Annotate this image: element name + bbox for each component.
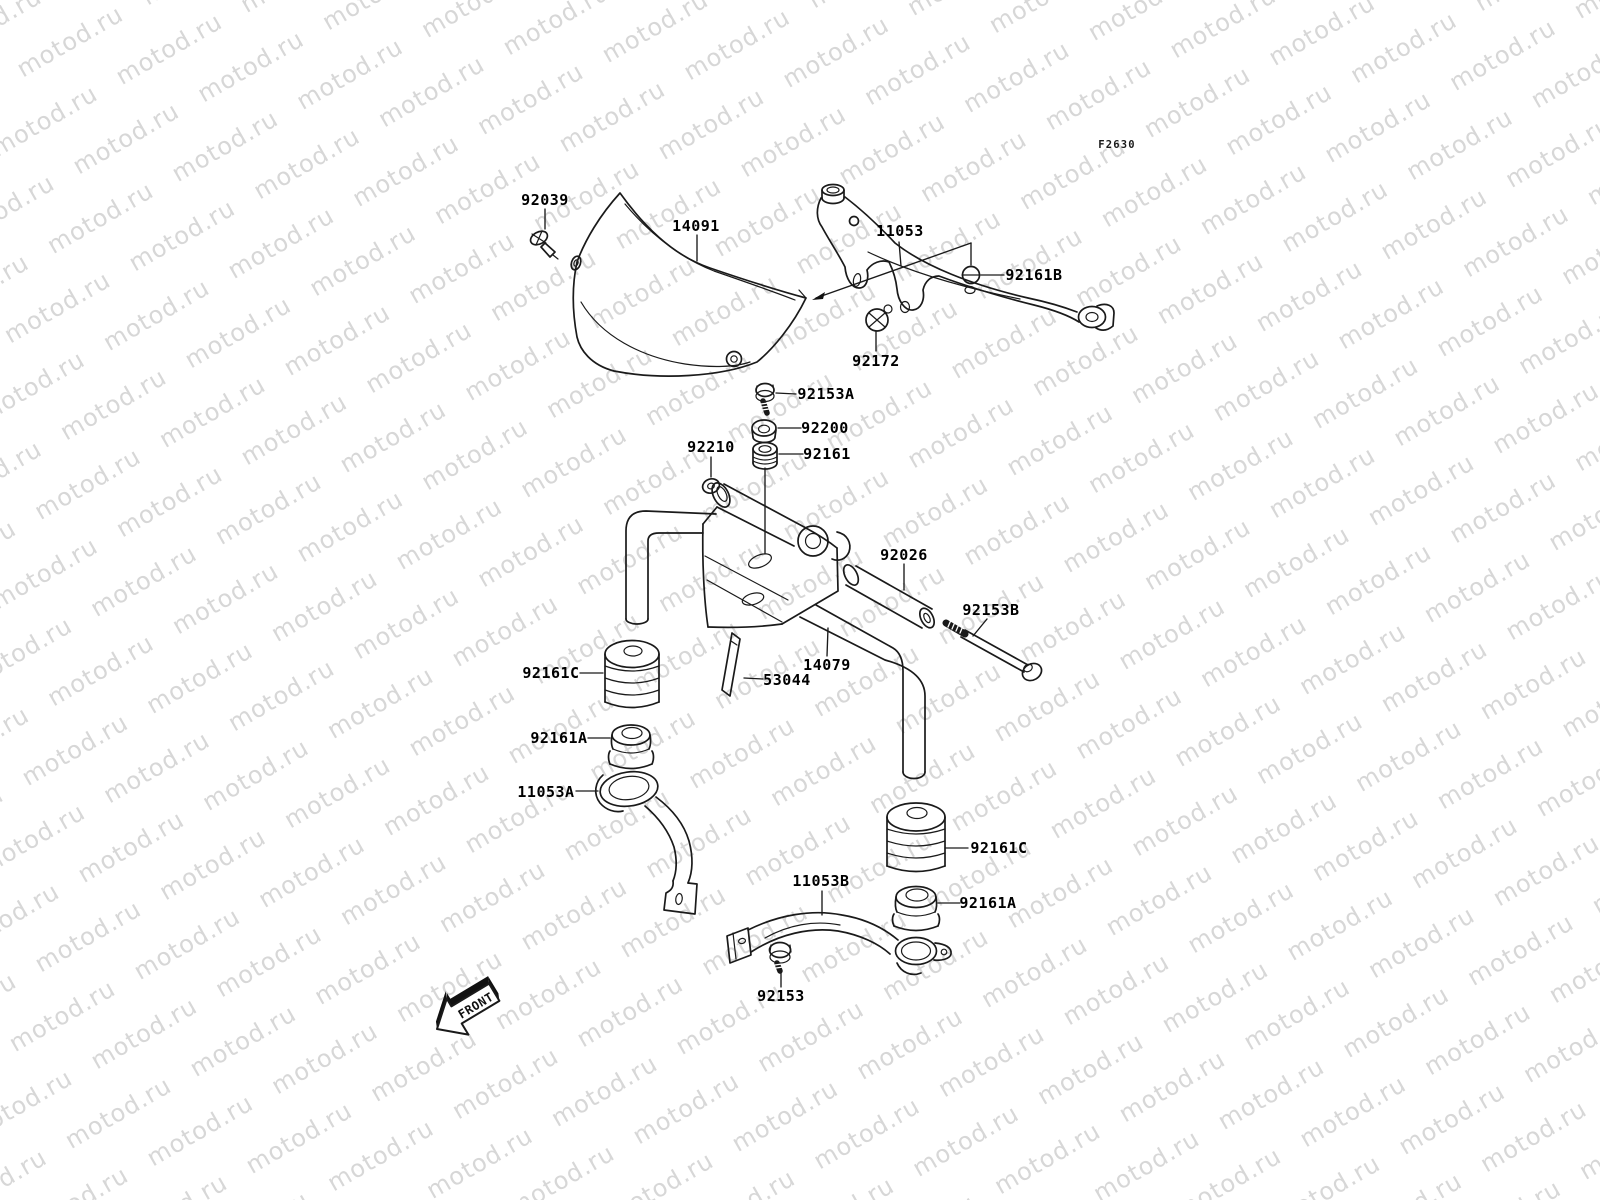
part-label-11053: 11053 <box>876 222 924 240</box>
part-label-92026: 92026 <box>880 546 928 564</box>
bolt-92153b-drawing <box>942 619 1043 682</box>
bolt-92153-drawing <box>768 941 792 974</box>
front-arrow: FRONT <box>435 976 501 1036</box>
part-label-92153a: 92153A <box>797 385 855 403</box>
nut-92210-drawing <box>701 477 721 495</box>
figure-code: F2630 <box>1098 139 1136 151</box>
part-label-11053b: 11053B <box>792 872 850 890</box>
damper-92172-drawing <box>865 304 893 332</box>
pivot-bracket-drawing <box>701 482 851 629</box>
pin-53044-drawing <box>721 632 741 697</box>
part-label-11053a: 11053A <box>517 783 575 801</box>
part-label-92172: 92172 <box>852 352 900 370</box>
part-label-14091: 14091 <box>672 217 720 235</box>
bracket-11053-drawing <box>816 183 1115 331</box>
part-label-14079: 14079 <box>803 656 851 674</box>
bolt-92153a-drawing <box>755 382 775 416</box>
grommet-92161b-drawing <box>812 242 981 300</box>
part-label-92210: 92210 <box>687 438 735 456</box>
part-label-92161b: 92161B <box>1005 266 1063 284</box>
part-label-92161a-right: 92161A <box>959 894 1017 912</box>
grommet-92161-drawing <box>752 441 778 555</box>
part-label-92153b: 92153B <box>962 601 1020 619</box>
part-label-92161a-left: 92161A <box>530 729 588 747</box>
sleeve-92026-drawing <box>842 563 936 629</box>
part-label-92161: 92161 <box>803 445 851 463</box>
part-label-92161c-right: 92161C <box>970 839 1028 857</box>
part-label-92161c-left: 92161C <box>522 664 580 682</box>
damper-stack-left-92161c-drawing <box>604 639 660 709</box>
washer-92200-drawing <box>751 419 777 444</box>
damper-left-92161a-drawing <box>607 724 655 770</box>
leader-lines <box>544 208 1005 988</box>
part-label-53044: 53044 <box>763 671 811 689</box>
part-label-92200: 92200 <box>801 419 849 437</box>
bracket-11053b-drawing <box>726 911 952 976</box>
part-label-92039: 92039 <box>521 191 569 209</box>
bracket-11053a-drawing <box>594 770 698 915</box>
damper-stack-right-92161c-drawing <box>886 802 946 873</box>
part-label-92153: 92153 <box>757 987 805 1005</box>
cover-14091-drawing <box>570 192 807 377</box>
rivet-92039-drawing <box>529 230 559 260</box>
tube-14079-drawing <box>625 510 926 780</box>
damper-right-92161a-drawing <box>891 885 941 932</box>
